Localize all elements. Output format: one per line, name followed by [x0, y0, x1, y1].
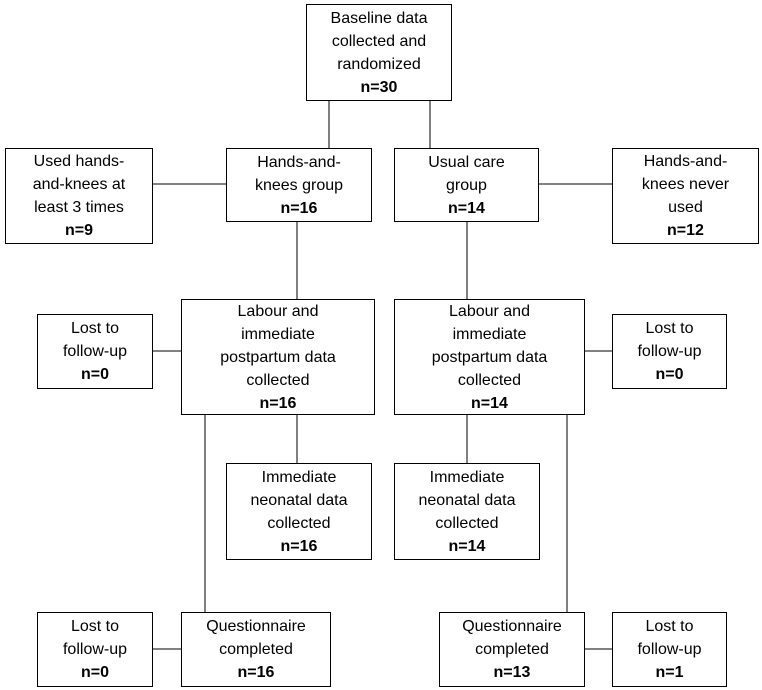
- box-text-line: follow-up: [62, 343, 128, 360]
- box-count: n=0: [80, 664, 109, 681]
- box-text-line: Lost to: [70, 618, 120, 635]
- box-text-line: neonatal data: [250, 491, 348, 509]
- box-text-line: immediate: [452, 325, 527, 343]
- box-text-line: knees group: [254, 176, 344, 194]
- box-count: n=14: [471, 394, 508, 412]
- box-text-line: Lost to: [645, 618, 694, 635]
- box-count: n=9: [64, 222, 93, 239]
- box-text-line: Hands-and-: [643, 153, 728, 170]
- box-count: n=0: [655, 366, 684, 383]
- hands-and-knees-group-box: Hands-and- knees group n=16: [226, 148, 372, 222]
- box-text-line: follow-up: [62, 641, 128, 658]
- box-text-line: Labour and: [237, 302, 319, 320]
- box-count: n=16: [280, 199, 318, 217]
- used-hands-and-knees-box: Used hands- and-knees at least 3 times n…: [5, 148, 153, 244]
- neonatal-data-left-box: Immediate neonatal data collected n=16: [226, 463, 372, 560]
- box-count: n=12: [667, 222, 704, 239]
- box-text-line: collected: [457, 371, 522, 389]
- hands-and-knees-never-used-box: Hands-and- knees never used n=12: [612, 148, 759, 244]
- box-text-line: Hands-and-: [257, 153, 341, 171]
- box-text-line: Immediate: [429, 468, 505, 486]
- box-text-line: Immediate: [261, 468, 337, 486]
- box-text-line: completed: [219, 641, 293, 658]
- box-text-line: collected and: [331, 32, 427, 50]
- box-text-line: collected: [246, 371, 310, 389]
- box-text-line: used: [668, 199, 703, 216]
- box-text-line: Used hands-: [33, 153, 125, 170]
- lost-to-follow-up-labour-right-box: Lost to follow-up n=0: [612, 314, 727, 389]
- box-text-line: and-knees at: [32, 176, 126, 193]
- lost-to-follow-up-quest-left-box: Lost to follow-up n=0: [37, 612, 153, 687]
- box-text-line: follow-up: [637, 641, 702, 658]
- box-text-line: group: [446, 176, 487, 194]
- box-text-line: follow-up: [637, 343, 702, 360]
- usual-care-group-box: Usual care group n=14: [394, 148, 539, 222]
- box-text-line: immediate: [241, 325, 315, 343]
- box-text-line: least 3 times: [34, 199, 124, 216]
- neonatal-data-right-box: Immediate neonatal data collected n=14: [394, 463, 540, 560]
- box-text-line: Usual care: [428, 153, 505, 171]
- box-count: n=1: [655, 664, 684, 681]
- box-text-line: collected: [435, 514, 499, 532]
- box-count: n=13: [493, 664, 531, 681]
- box-text-line: postpartum data: [431, 348, 548, 366]
- box-text-line: neonatal data: [418, 491, 516, 509]
- box-text-line: Baseline data: [330, 9, 428, 27]
- box-count: n=14: [448, 537, 486, 555]
- baseline-box: Baseline data collected and randomized n…: [306, 4, 452, 101]
- box-text-line: Questionnaire: [206, 618, 306, 635]
- box-text-line: Lost to: [70, 320, 120, 337]
- labour-data-left-box: Labour and immediate postpartum data col…: [181, 299, 375, 415]
- box-text-line: knees never: [641, 176, 730, 193]
- questionnaire-right-box: Questionnaire completed n=13: [439, 612, 585, 687]
- lost-to-follow-up-labour-left-box: Lost to follow-up n=0: [37, 314, 153, 389]
- box-count: n=14: [448, 199, 485, 217]
- box-count: n=30: [360, 78, 398, 96]
- box-text-line: randomized: [337, 55, 421, 73]
- box-text-line: Labour and: [449, 302, 530, 320]
- box-text-line: postpartum data: [220, 348, 336, 366]
- box-text-line: collected: [267, 514, 331, 532]
- box-count: n=16: [280, 537, 318, 555]
- box-count: n=0: [80, 366, 109, 383]
- box-count: n=16: [259, 394, 297, 412]
- box-text-line: Lost to: [645, 320, 694, 337]
- box-text-line: Questionnaire: [462, 618, 562, 635]
- box-text-line: completed: [475, 641, 549, 658]
- box-count: n=16: [237, 664, 275, 681]
- labour-data-right-box: Labour and immediate postpartum data col…: [394, 299, 585, 415]
- lost-to-follow-up-quest-right-box: Lost to follow-up n=1: [612, 612, 727, 687]
- questionnaire-left-box: Questionnaire completed n=16: [181, 612, 331, 687]
